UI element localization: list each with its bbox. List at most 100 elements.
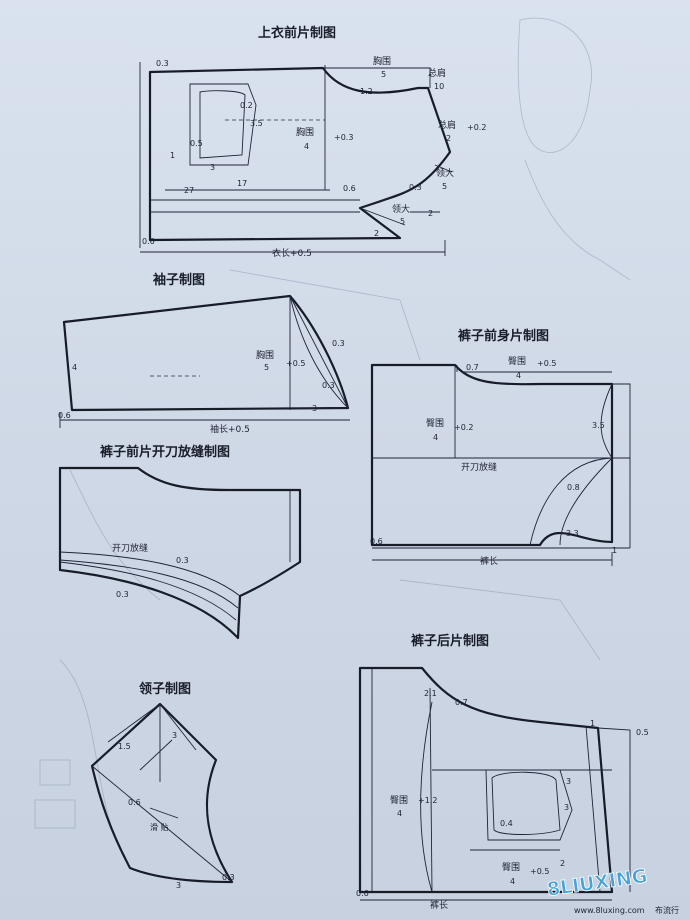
front-chest-mid-label: 胸围 <box>296 126 314 138</box>
pants-front-hip-mid-label: 臀围 <box>426 418 444 429</box>
pants-back-q04: 0.4 <box>500 819 513 828</box>
sleeve-q06: 0.6 <box>58 411 71 420</box>
sleeve-q4: 4 <box>72 363 77 372</box>
pants-front-hip-mid-div: 4 <box>433 433 438 442</box>
sleeve-q03b: 0.3 <box>322 381 335 390</box>
watermark-tag: 布流行 <box>655 905 679 915</box>
sleeve-chest-label: 胸围 <box>256 349 274 361</box>
front-shoulder-side-label: 总肩 <box>438 119 456 131</box>
pants-slit-diagram <box>58 466 302 640</box>
sleeve-chest-add: +0.5 <box>286 359 305 368</box>
pants-back-length-label: 裤长 <box>430 899 448 911</box>
sleeve-chest-div: 5 <box>264 363 269 372</box>
front-shoulder-side-add: +0.2 <box>467 123 486 132</box>
pants-front-labels: 臀围 4 +0.5 0.7 臀围 4 +0.2 3.5 开刀放缝 0.8 3.3… <box>370 356 617 567</box>
front-q35: 3.5 <box>250 119 263 128</box>
pants-back-q2: 2 <box>560 859 565 868</box>
front-bodice-diagram <box>139 62 453 256</box>
front-chest-top-label: 胸围 <box>373 55 391 67</box>
front-q2-bottom: 2 <box>374 229 379 238</box>
pants-back-q07: 0.7 <box>455 698 468 707</box>
pants-slit-q03: 0.3 <box>176 556 189 565</box>
pants-front-hip-mid-add: +0.2 <box>454 423 473 432</box>
pants-back-diagram <box>358 666 631 901</box>
front-q2-side: 2 <box>428 209 433 218</box>
front-length-label: 衣长+0.5 <box>272 247 312 259</box>
collar-seam: 滑 贴 <box>150 822 169 832</box>
collar-q3: 3 <box>172 731 177 740</box>
pants-back-title: 裤子后片制图 <box>410 633 489 649</box>
sleeve-title: 袖子制图 <box>153 272 205 288</box>
front-collar-big2-div: 5 <box>400 217 405 226</box>
sleeve-q3: 3 <box>312 404 317 413</box>
collar-title: 领子制图 <box>139 681 191 697</box>
pants-back-q1: 1 <box>590 719 595 728</box>
collar-q15: 1.5 <box>118 742 131 751</box>
pants-front-hip-top-label: 臀围 <box>508 356 526 367</box>
front-chest-mid-div: 4 <box>304 142 309 151</box>
front-q3: 3 <box>210 163 215 172</box>
pants-back-q05: 0.5 <box>636 728 649 737</box>
front-q06-left: 0.6 <box>142 237 155 246</box>
front-q1: 1 <box>170 151 175 160</box>
pants-slit-label: 开刀放缝 <box>112 542 148 554</box>
pants-back-hip-bot-label: 臀围 <box>502 862 520 873</box>
collar-q06: 0.6 <box>128 798 141 807</box>
pants-back-hip-bot-div: 4 <box>510 877 515 886</box>
pants-front-q08: 0.8 <box>567 483 580 492</box>
collar-diagram <box>90 702 234 884</box>
watermark-brand: 8LIUXING <box>546 865 649 901</box>
pants-back-q3: 3 <box>566 777 571 786</box>
front-chest-top-div: 5 <box>381 70 386 79</box>
pants-back-hip-mid-label: 臀围 <box>390 795 408 806</box>
front-q06: 0.6 <box>343 184 356 193</box>
front-q02: 0.2 <box>240 101 253 110</box>
pants-front-q33: 3.3 <box>566 529 579 538</box>
front-q27: 27 <box>184 186 194 195</box>
front-bodice-labels: 胸围 5 总肩 10 0.3 1.2 0.2 3.5 0.5 1 3 胸围 4 … <box>142 55 486 259</box>
pants-front-diagram <box>370 363 631 566</box>
collar-labels: 1.5 3 0.6 滑 贴 3 0.3 <box>118 731 235 890</box>
front-q03: 0.3 <box>156 59 169 68</box>
pants-front-title: 裤子前身片制图 <box>457 328 549 344</box>
pants-front-q06: 0.6 <box>370 537 383 546</box>
pants-front-q07: 0.7 <box>466 363 479 372</box>
watermark-url: www.8luxing.com <box>574 906 645 915</box>
sleeve-diagram <box>59 294 350 428</box>
pants-front-q1: 1 <box>612 546 617 555</box>
pants-slit-q03b: 0.3 <box>116 590 129 599</box>
bleed-through <box>34 17 631 851</box>
front-collar-big-div: 5 <box>442 182 447 191</box>
front-chest-mid-add: +0.3 <box>334 133 353 142</box>
pants-back-q21: 2.1 <box>424 689 437 698</box>
sleeve-labels: 4 胸围 5 +0.5 0.3 0.3 3 0.6 袖长+0.5 <box>58 339 345 435</box>
pants-front-hip-top-div: 4 <box>516 371 521 380</box>
front-shoulder-side-div: 2 <box>446 134 451 143</box>
front-collar-big2-label: 领大 <box>392 203 410 215</box>
pants-back-hip-mid-add: +1.2 <box>418 796 437 805</box>
pants-slit-labels: 开刀放缝 0.3 0.3 <box>112 542 189 599</box>
pants-front-length-label: 裤长 <box>480 555 498 567</box>
pants-back-hip-bot-add: +0.5 <box>530 867 549 876</box>
pants-back-q06: 0.6 <box>356 889 369 898</box>
front-bodice-title: 上衣前片制图 <box>258 25 336 41</box>
sleeve-q03: 0.3 <box>332 339 345 348</box>
front-total-shoulder-label: 总肩 <box>428 67 446 79</box>
pants-front-q35: 3.5 <box>592 421 605 430</box>
pants-front-hip-top-add: +0.5 <box>537 359 556 368</box>
sleeve-length-label: 袖长+0.5 <box>210 423 250 435</box>
pants-slit-title: 裤子前片开刀放缝制图 <box>99 444 230 460</box>
pants-back-q3b: 3 <box>564 803 569 812</box>
pants-back-labels: 2.1 0.7 1 0.5 臀围 4 +1.2 0.4 3 3 2 臀围 4 +… <box>356 689 649 911</box>
front-q03b: 0.3 <box>409 183 422 192</box>
front-q05: 0.5 <box>190 139 203 148</box>
front-q12: 1.2 <box>360 87 373 96</box>
front-collar-big-label: 领大 <box>436 167 454 179</box>
front-q17: 17 <box>237 179 247 188</box>
pants-front-slit-label: 开刀放缝 <box>461 461 497 473</box>
watermark: 8LIUXING www.8luxing.com 布流行 <box>545 865 679 915</box>
collar-q3b: 3 <box>176 881 181 890</box>
collar-q03: 0.3 <box>222 873 235 882</box>
